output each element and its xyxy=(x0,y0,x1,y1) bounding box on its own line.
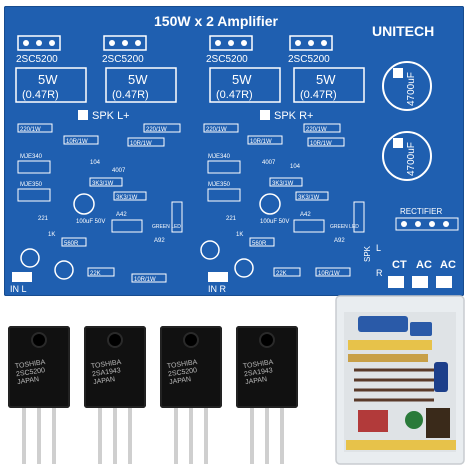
ac2-label: AC xyxy=(440,259,456,271)
footprint-q1-label: 2SC5200 xyxy=(16,54,58,65)
left-part-2: MJE340 xyxy=(20,154,43,160)
right-part-13: 221 xyxy=(226,216,237,222)
board-title: 150W x 2 Amplifier xyxy=(154,13,279,29)
capacitor-c2: 4700uF xyxy=(382,131,432,181)
pcb-silkscreen: 150W x 2 Amplifier UNITECH 2SC5200 2SC52… xyxy=(10,13,459,294)
spk-terminal-l: L xyxy=(376,243,381,253)
left-part-0: 220/1W xyxy=(20,127,41,133)
power-transistor-2: TOSHIBA 2SA1943 JAPAN xyxy=(84,326,146,466)
left-part-1: 10R/1W xyxy=(66,139,88,145)
left-part-8: 560R xyxy=(64,241,79,247)
red-part-icon xyxy=(358,410,388,432)
input-left-label: IN L xyxy=(10,284,27,294)
resistor-r2: 5W (0.47R) xyxy=(105,67,177,103)
left-part-6: GREEN LED xyxy=(152,224,181,230)
right-part-12: 100uF 50V xyxy=(260,219,289,225)
spk-left-pad xyxy=(78,110,88,120)
spk-terminal-r: R xyxy=(376,268,383,278)
channel-right-components: 220/1W 220/1W 10R/1W 10R/1W MJE340 MJE35… xyxy=(200,123,365,294)
resistor-r1: 5W (0.47R) xyxy=(15,67,87,103)
left-part-14: 1K xyxy=(48,232,55,238)
footprint-q3: 2SC5200 xyxy=(206,35,253,65)
left-part-15: 4007 xyxy=(112,168,126,174)
right-part-0b: 220/1W xyxy=(306,127,327,133)
right-part-5: A42 xyxy=(300,212,311,218)
left-part-3: MJE350 xyxy=(20,182,43,188)
left-part-12: 100uF 50V xyxy=(76,219,105,225)
left-part-9: 22K xyxy=(90,271,101,277)
green-led-icon xyxy=(405,411,423,429)
spk-right-pad xyxy=(260,110,270,120)
right-part-3: MJE350 xyxy=(208,182,231,188)
left-part-1b: 10R/1W xyxy=(130,141,152,147)
right-part-14: 1K xyxy=(236,232,243,238)
resistor-r2-power: 5W xyxy=(128,72,148,87)
resistor-r1-power: 5W xyxy=(38,72,58,87)
left-part-4b: 3K3/1W xyxy=(116,195,138,201)
right-part-9: 22K xyxy=(276,271,287,277)
board-brand: UNITECH xyxy=(372,23,434,39)
left-part-7: A92 xyxy=(154,238,165,244)
right-part-1b: 10R/1W xyxy=(310,141,332,147)
right-part-0: 220/1W xyxy=(206,127,227,133)
resistor-r1-value: (0.47R) xyxy=(22,89,59,101)
footprint-q4-label: 2SC5200 xyxy=(288,54,330,65)
footprint-q1: 2SC5200 xyxy=(16,35,61,65)
left-part-13: 221 xyxy=(38,216,49,222)
capacitor-c2-label: 4700uF xyxy=(406,142,417,176)
ac1-label: AC xyxy=(416,259,432,271)
pcb-board: 150W x 2 Amplifier UNITECH 2SC5200 2SC52… xyxy=(4,6,464,296)
capacitor-c1: 4700uF xyxy=(382,61,432,111)
resistor-strip-icon xyxy=(348,340,432,350)
resistor-r3-power: 5W xyxy=(232,72,252,87)
channel-left-components: 220/1W 10R/1W 220/1W 10R/1W MJE340 MJE35… xyxy=(10,123,183,294)
right-part-4: 3K3/1W xyxy=(272,181,294,187)
left-part-10: 10R/1W xyxy=(134,277,156,283)
resistor-r3-value: (0.47R) xyxy=(216,89,253,101)
right-part-2: MJE340 xyxy=(208,154,231,160)
resistor-r4-value: (0.47R) xyxy=(300,89,337,101)
right-part-15: 4007 xyxy=(262,160,276,166)
footprint-q4: 2SC5200 xyxy=(288,35,333,65)
right-part-1: 10R/1W xyxy=(250,139,272,145)
component-kit-bag xyxy=(335,295,465,465)
left-part-11: 104 xyxy=(90,160,101,166)
left-part-0b: 220/1W xyxy=(146,127,167,133)
left-part-4: 3K3/1W xyxy=(92,181,114,187)
spk-right-label: SPK R+ xyxy=(274,110,313,122)
ct-label: CT xyxy=(392,259,407,271)
input-right-label: IN R xyxy=(208,284,227,294)
power-transistor-3: TOSHIBA 2SC5200 JAPAN xyxy=(160,326,222,466)
footprint-q2-label: 2SC5200 xyxy=(102,54,144,65)
resistor-r4-power: 5W xyxy=(316,72,336,87)
blue-capacitor-icon xyxy=(358,316,408,332)
right-part-7: A92 xyxy=(334,238,345,244)
right-part-4b: 3K3/1W xyxy=(298,195,320,201)
resistor-r2-value: (0.47R) xyxy=(112,89,149,101)
resistor-r4: 5W (0.47R) xyxy=(293,67,365,103)
left-part-5: A42 xyxy=(116,212,127,218)
capacitor-c1-label: 4700uF xyxy=(406,72,417,106)
rectifier-label: RECTIFIER xyxy=(400,207,442,216)
footprint-q2: 2SC5200 xyxy=(102,35,147,65)
resistor-r3: 5W (0.47R) xyxy=(209,67,281,103)
right-part-10: 10R/1W xyxy=(318,271,340,277)
right-part-8: 560R xyxy=(252,241,267,247)
footprint-q3-label: 2SC5200 xyxy=(206,54,248,65)
power-transistor-1: TOSHIBA 2SC5200 JAPAN xyxy=(8,326,70,466)
right-part-11: 104 xyxy=(290,164,301,170)
spk-terminal-label: SPK xyxy=(363,245,372,262)
electrolytic-capacitor-icon xyxy=(434,362,448,392)
power-transistor-4: TOSHIBA 2SA1943 JAPAN xyxy=(236,326,298,466)
right-part-6: GREEN LED xyxy=(330,224,359,230)
spk-left-label: SPK L+ xyxy=(92,110,130,122)
